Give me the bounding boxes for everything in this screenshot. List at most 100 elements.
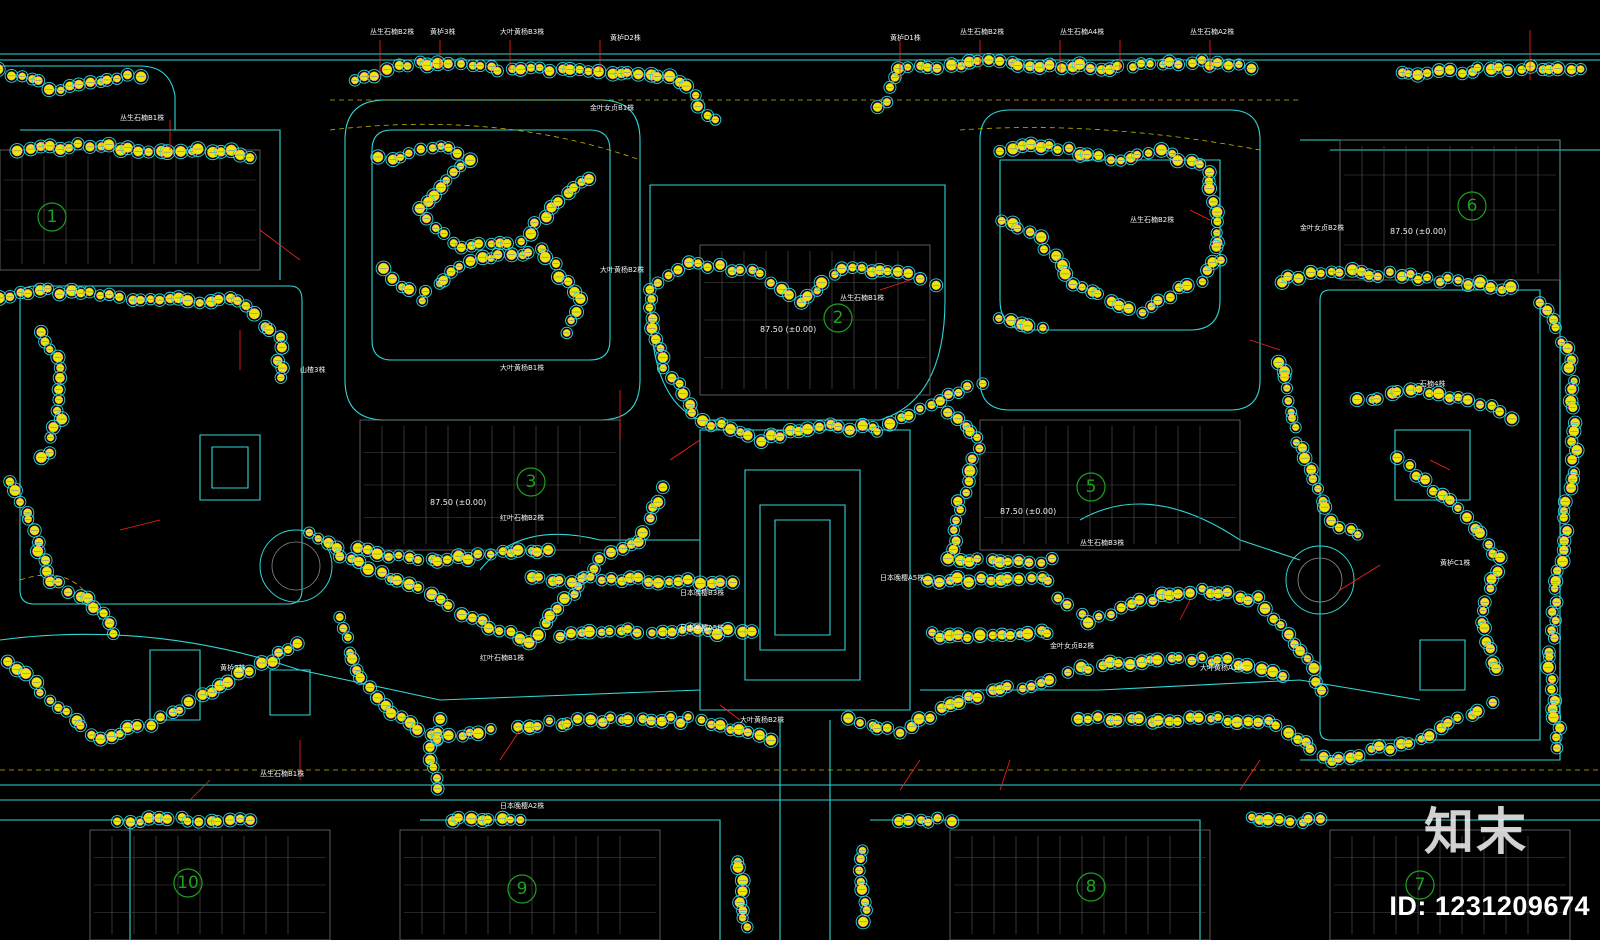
tree-symbol (41, 81, 57, 98)
tree-symbol (412, 200, 428, 217)
tree-symbol (1540, 659, 1557, 676)
plant-label: 丛生石楠A2株 (1190, 27, 1234, 36)
tree-symbol (332, 549, 347, 564)
tree-symbol (261, 322, 277, 338)
tree-symbol (63, 282, 80, 299)
tree-symbol (1193, 157, 1207, 171)
tree-symbol (39, 564, 55, 579)
tree-symbol (1037, 242, 1051, 256)
round-plaza-inner (1297, 557, 1343, 603)
tree-symbol (1071, 56, 1088, 73)
tree-ring (367, 69, 382, 84)
tree-symbol (1477, 595, 1492, 610)
tree-symbol (195, 687, 211, 703)
tree-ring (491, 64, 504, 78)
tree-symbol (173, 143, 189, 160)
tree-symbol (1502, 278, 1519, 295)
tree-symbol (1032, 59, 1048, 75)
tree-symbol (71, 77, 86, 92)
tree-symbol (799, 288, 815, 304)
tree-ring (441, 56, 456, 71)
boundary-line (759, 504, 846, 651)
tree-symbol (1314, 267, 1328, 280)
tree-symbol (370, 149, 386, 165)
dashed-line (329, 123, 641, 161)
tree-ring (561, 274, 575, 289)
tree-symbol (773, 430, 787, 444)
tree-symbol (1473, 398, 1487, 412)
tree-symbol (1080, 147, 1095, 162)
building-number-text: 9 (517, 879, 528, 899)
tree-symbol (61, 585, 75, 599)
tree-symbol (1011, 222, 1024, 235)
tree-ring (418, 284, 432, 298)
tree-symbol (454, 240, 469, 255)
leader-line (499, 729, 521, 761)
tree-symbol (31, 73, 46, 88)
tree-symbol (853, 716, 867, 730)
tree-ring (1104, 153, 1118, 167)
tree-symbol (1200, 263, 1215, 278)
tree-symbol (1110, 712, 1125, 728)
building-number-text: 3 (526, 472, 537, 492)
tree-symbol (52, 370, 68, 386)
tree-symbol (933, 394, 948, 409)
tree-symbol (437, 227, 451, 240)
tree-ring (929, 278, 944, 293)
tree-symbol (1452, 390, 1465, 404)
site-boundary-lines (0, 53, 1600, 940)
tree-ring (740, 428, 756, 443)
tree-ring (550, 194, 566, 209)
tree-symbol (645, 292, 659, 306)
tree-symbol (1091, 148, 1106, 163)
tree-symbol (1202, 165, 1217, 180)
tree-ring (701, 109, 715, 122)
tree-ring (471, 236, 486, 251)
tree-symbol (901, 266, 916, 281)
tree-symbol (274, 339, 290, 355)
tree-ring (714, 417, 729, 431)
tree-symbol (394, 151, 407, 164)
leader-line (1249, 339, 1281, 351)
round-plaza (1285, 545, 1355, 615)
tree-ring (649, 69, 665, 84)
tree-symbol (429, 222, 442, 235)
tree-ring (976, 377, 990, 390)
tree-symbol (1349, 392, 1365, 408)
plant-label: 丛生石楠B1株 (260, 769, 304, 778)
tree-symbol (1126, 60, 1140, 74)
tree-symbol (556, 591, 572, 607)
tree-ring (644, 320, 660, 337)
tree-symbol (537, 249, 553, 265)
tree-symbol (436, 273, 451, 288)
plant-label: 丛生石楠A4株 (1060, 27, 1104, 36)
tree-symbol (1314, 683, 1329, 698)
tree-symbol (890, 264, 906, 280)
tree-symbol (312, 532, 325, 545)
tree-symbol (870, 721, 885, 736)
tree-ring (1062, 141, 1076, 155)
tree-symbol (855, 261, 868, 274)
boundary-line (774, 519, 831, 636)
tree-ring (436, 273, 451, 288)
building-number-5: 5 (1076, 472, 1106, 502)
plant-label: 大叶黄杨B1株 (500, 363, 544, 372)
tree-ring (419, 211, 434, 226)
tree-symbol (1303, 264, 1319, 280)
tree-ring (565, 314, 578, 327)
tree-symbol (1574, 62, 1587, 76)
tree-ring (930, 61, 944, 76)
tree-ring (1163, 290, 1178, 305)
tree-ring (1471, 61, 1484, 74)
plant-label: 丛生石楠B1株 (120, 113, 164, 122)
building-number-2: 2 (823, 303, 853, 333)
tree-symbol (1547, 631, 1562, 645)
tree-ring (1083, 61, 1098, 76)
tree-ring (794, 295, 809, 310)
tree-ring (133, 69, 149, 85)
tree-symbol (1179, 277, 1195, 294)
tree-symbol (367, 69, 382, 84)
tree-symbol (1459, 510, 1475, 525)
plant-label: 红叶石楠B2株 (500, 513, 544, 522)
tree-ring (733, 263, 747, 277)
